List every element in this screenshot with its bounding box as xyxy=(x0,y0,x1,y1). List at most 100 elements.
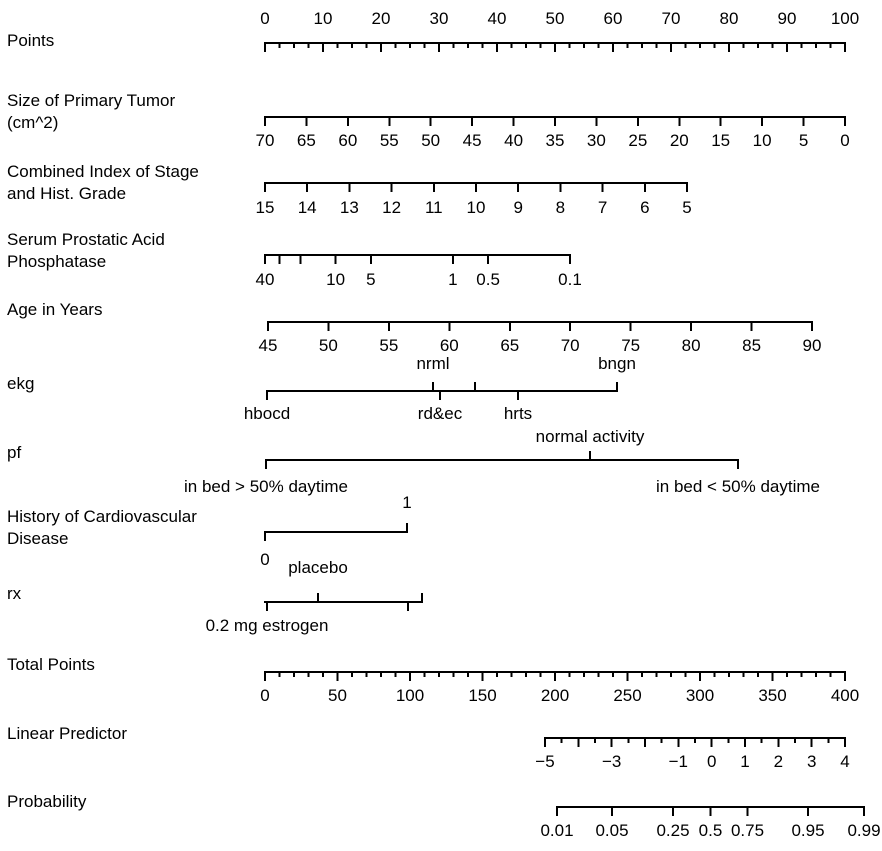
tick-label-tumor-size: 60 xyxy=(338,131,358,150)
axis-title-line: and Hist. Grade xyxy=(7,184,127,203)
axis-title-pf: pf xyxy=(7,442,21,464)
axis-title-line: rx xyxy=(7,584,22,603)
tick-label-serum-pap: 0.5 xyxy=(476,270,500,289)
tick-label-total-points: 300 xyxy=(685,686,715,705)
axis-title-line: Probability xyxy=(7,792,87,811)
axis-title-probability: Probability xyxy=(7,791,86,813)
tick-label-linear-predictor: −5 xyxy=(535,752,555,771)
tick-label-points: 80 xyxy=(719,9,739,28)
tick-label-points: 50 xyxy=(545,9,565,28)
axis-title-line: (cm^2) xyxy=(7,113,59,132)
axis-title-line: Disease xyxy=(7,529,69,548)
tick-label-serum-pap: 10 xyxy=(326,270,346,289)
axis-title-rx: rx xyxy=(7,583,21,605)
axis-title-line: Total Points xyxy=(7,655,95,674)
tick-label-combined-index: 12 xyxy=(382,198,402,217)
tick-label-age: 90 xyxy=(802,336,822,355)
tick-label-tumor-size: 45 xyxy=(462,131,482,150)
axis-title-total-points: Total Points xyxy=(7,654,95,676)
axis-title-line: Phosphatase xyxy=(7,252,107,271)
tick-label-total-points: 150 xyxy=(468,686,497,705)
tick-label-total-points: 100 xyxy=(395,686,425,705)
tick-label-points: 40 xyxy=(487,9,507,28)
tick-label-points: 0 xyxy=(260,9,270,28)
axis-title-line: ekg xyxy=(7,374,35,393)
tick-label-combined-index: 7 xyxy=(597,198,608,217)
tick-label-combined-index: 13 xyxy=(339,198,359,217)
axis-title-line: Points xyxy=(7,31,55,50)
axis-title-points: Points xyxy=(7,30,54,52)
tick-label-serum-pap: 0.1 xyxy=(558,270,582,289)
tick-label-combined-index: 8 xyxy=(555,198,566,217)
tick-label-tumor-size: 55 xyxy=(379,131,399,150)
tick-label-linear-predictor: 2 xyxy=(773,752,784,771)
tick-label-linear-predictor: 1 xyxy=(740,752,750,771)
tick-label-probability: 0.75 xyxy=(730,821,765,840)
axis-title-line: Size of Primary Tumor xyxy=(7,91,176,110)
axis-title-linear-predictor: Linear Predictor xyxy=(7,723,127,745)
tick-label-serum-pap: 40 xyxy=(255,270,275,289)
tick-label-age: 70 xyxy=(560,336,580,355)
tick-label-ekg: hrts xyxy=(503,404,533,423)
tick-label-combined-index: 14 xyxy=(297,198,317,217)
tick-label-probability: 0.95 xyxy=(791,821,825,840)
tick-label-tumor-size: 25 xyxy=(628,131,648,150)
tick-label-cvd-history: 0 xyxy=(260,550,270,569)
tick-label-tumor-size: 50 xyxy=(421,131,441,150)
tick-label-combined-index: 10 xyxy=(466,198,486,217)
axis-title-tumor-size: Size of Primary Tumor (cm^2) xyxy=(7,90,175,134)
tick-label-points: 60 xyxy=(603,9,623,28)
tick-label-ekg: hbocd xyxy=(243,404,291,423)
tick-label-tumor-size: 10 xyxy=(752,131,772,150)
axis-title-line: Age in Years xyxy=(7,300,103,319)
tick-label-tumor-size: 40 xyxy=(504,131,524,150)
tick-label-tumor-size: 65 xyxy=(296,131,316,150)
tick-label-total-points: 250 xyxy=(613,686,642,705)
tick-label-points: 30 xyxy=(429,9,449,28)
tick-label-tumor-size: 35 xyxy=(545,131,565,150)
tick-label-tumor-size: 70 xyxy=(255,131,275,150)
tick-label-points: 90 xyxy=(777,9,797,28)
tick-label-linear-predictor: 3 xyxy=(806,752,817,771)
tick-label-age: 45 xyxy=(258,336,278,355)
tick-label-linear-predictor: 4 xyxy=(840,752,850,771)
tick-label-total-points: 350 xyxy=(758,686,787,705)
tick-label-age: 75 xyxy=(621,336,641,355)
tick-label-probability: 0.99 xyxy=(847,821,881,840)
tick-label-points: 20 xyxy=(371,9,391,28)
tick-label-combined-index: 6 xyxy=(640,198,650,217)
tick-label-probability: 0.01 xyxy=(540,821,574,840)
tick-label-age: 85 xyxy=(742,336,762,355)
tick-label-pf: in bed > 50% daytime xyxy=(184,477,348,496)
tick-label-cvd-history: 1 xyxy=(402,493,412,512)
tick-label-pf: in bed < 50% daytime xyxy=(656,477,820,496)
tick-label-probability: 0.5 xyxy=(698,821,723,840)
tick-label-total-points: 50 xyxy=(328,686,347,705)
tick-label-total-points: 200 xyxy=(540,686,570,705)
tick-label-tumor-size: 30 xyxy=(586,131,606,150)
tick-label-tumor-size: 5 xyxy=(798,131,809,150)
tick-label-ekg: nrml xyxy=(416,354,450,373)
tick-label-serum-pap: 1 xyxy=(448,270,458,289)
tick-label-age: 60 xyxy=(439,336,459,355)
tick-label-combined-index: 15 xyxy=(255,198,275,217)
axis-title-line: Serum Prostatic Acid xyxy=(7,230,165,249)
tick-label-tumor-size: 20 xyxy=(669,131,689,150)
tick-label-linear-predictor: −3 xyxy=(601,752,622,771)
tick-label-combined-index: 5 xyxy=(682,198,692,217)
tick-label-points: 70 xyxy=(661,9,681,28)
axis-title-age: Age in Years xyxy=(7,299,102,321)
tick-label-age: 50 xyxy=(318,336,338,355)
tick-label-age: 55 xyxy=(379,336,399,355)
tick-label-serum-pap: 5 xyxy=(366,270,376,289)
axis-title-line: pf xyxy=(7,443,22,462)
tick-label-total-points: 0 xyxy=(260,686,270,705)
axis-title-line: History of Cardiovascular xyxy=(7,507,197,526)
tick-label-total-points: 400 xyxy=(830,686,860,705)
tick-label-points: 10 xyxy=(313,9,333,28)
tick-label-ekg: bngn xyxy=(598,354,636,373)
